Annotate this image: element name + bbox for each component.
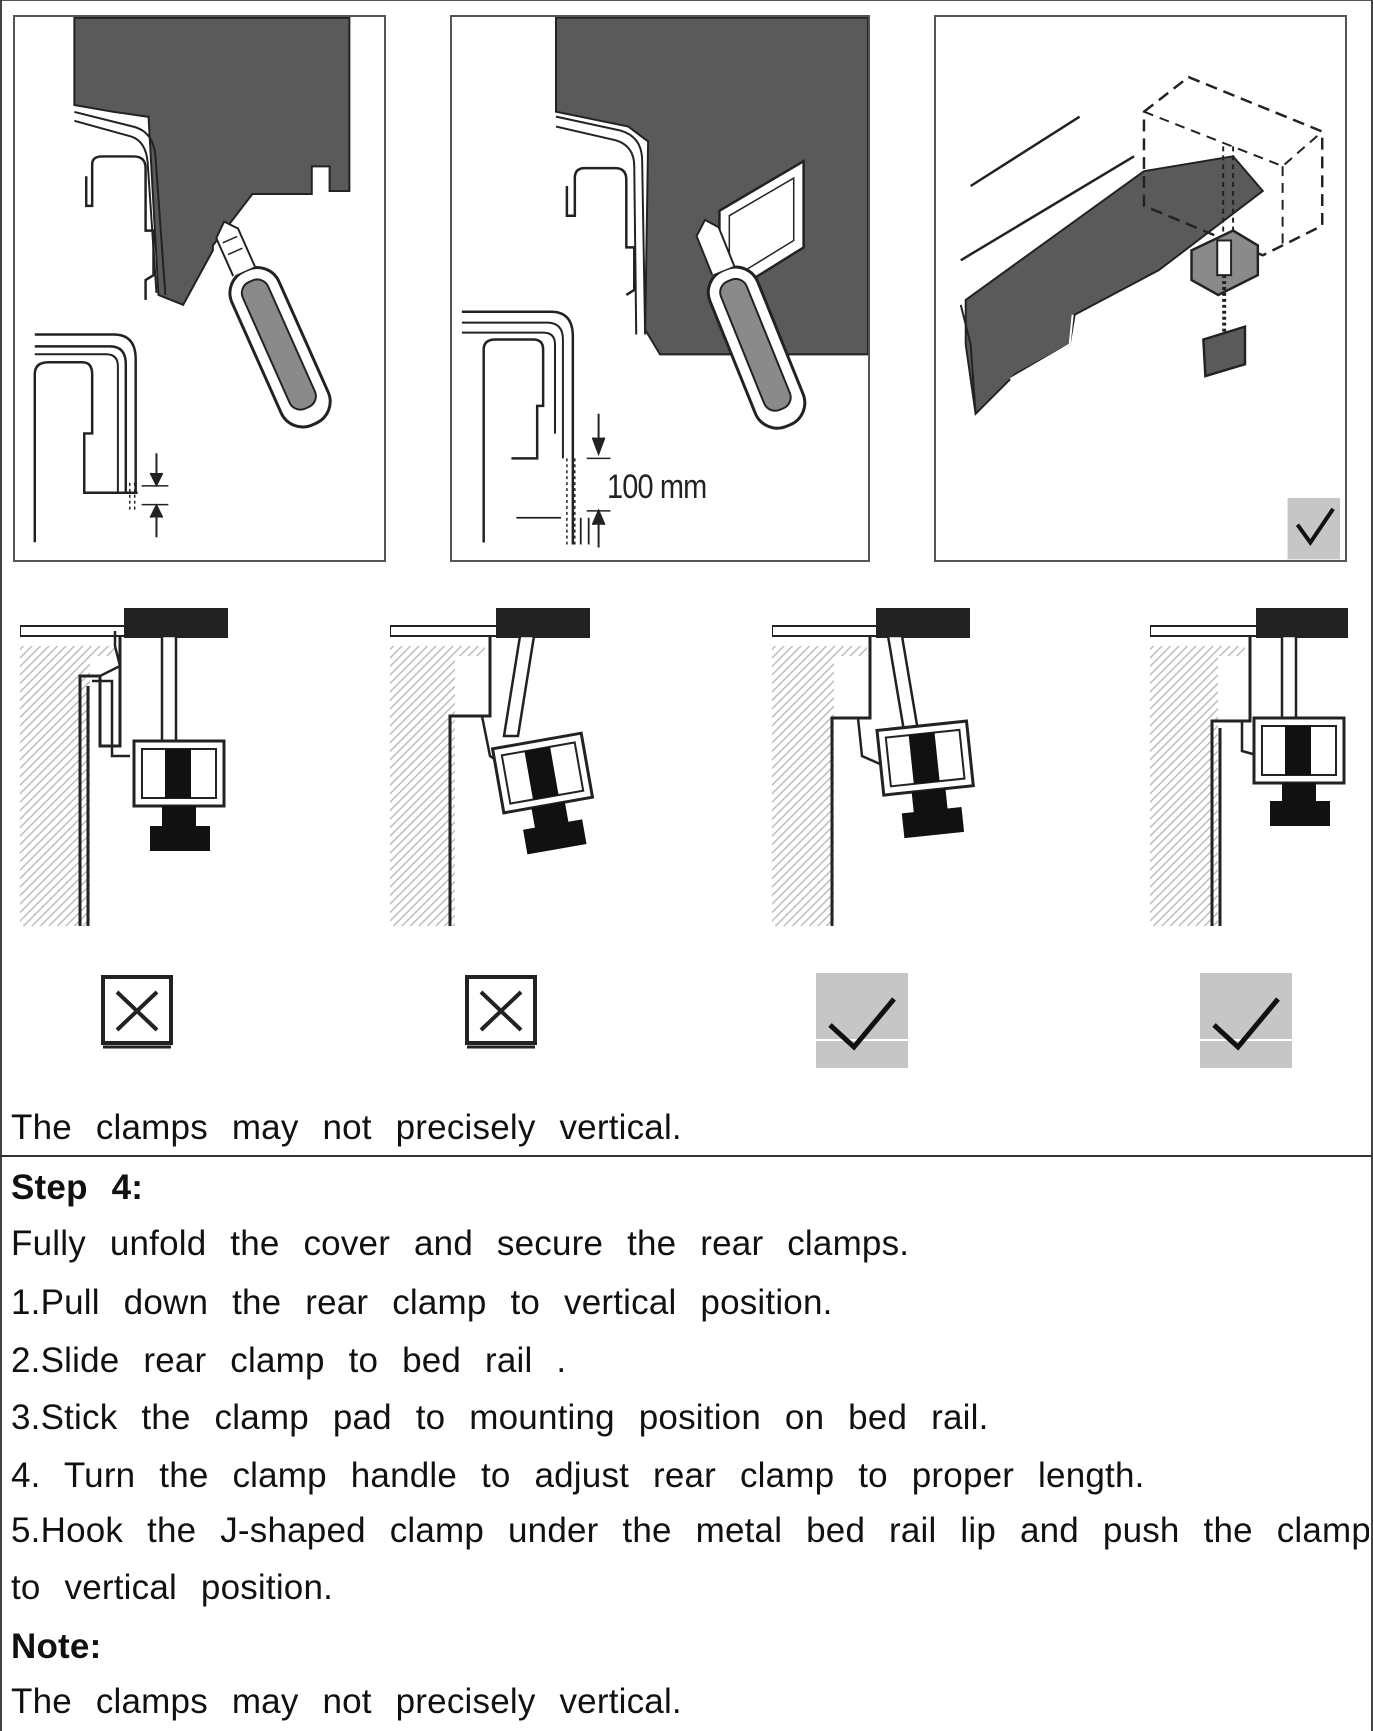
clamp-example-1 [20,606,230,926]
clamp-mount-panel [934,15,1347,562]
clamp-diagram-4 [1150,608,1348,926]
clamp-example-4 [1150,606,1360,926]
left-border [0,0,2,1731]
cut-panel-2 [450,15,870,562]
note-text: The clamps may not precisely vertical. [11,1682,682,1721]
dimension-label: 100 mm [607,468,707,506]
step-item-4: 4. Turn the clamp handle to adjust rear … [11,1456,1145,1495]
step-item-5-continued: to vertical position. [11,1568,334,1607]
section-divider [0,1155,1373,1157]
cut-illustration-2 [461,17,868,548]
clamp-mount-illustration [959,75,1341,560]
step-item-1: 1.Pull down the rear clamp to vertical p… [11,1283,833,1322]
clamp-diagram-1 [20,608,228,926]
cut-illustration-1 [33,17,351,543]
clamp-diagram-2 [390,608,595,926]
clamp-example-3 [772,606,982,926]
right-border [1371,0,1373,1731]
note-title: Note: [11,1627,102,1666]
step-item-2: 2.Slide rear clamp to bed rail . [11,1341,567,1380]
cut-panel-1 [13,15,386,562]
step-title: Step 4: [11,1168,144,1207]
correct-mark-icon-1 [816,973,908,1068]
step-item-3: 3.Stick the clamp pad to mounting positi… [11,1398,989,1437]
incorrect-mark-icon-1 [100,974,174,1050]
clamp-diagram-3 [772,608,975,926]
clamp-example-2 [390,606,600,926]
step-intro: Fully unfold the cover and secure the re… [11,1224,910,1263]
step-item-5: 5.Hook the J-shaped clamp under the meta… [11,1511,1369,1550]
top-caption: The clamps may not precisely vertical. [11,1108,682,1147]
correct-mark-icon-2 [1200,973,1292,1068]
incorrect-mark-icon-2 [464,974,538,1050]
top-border [0,0,1373,1]
